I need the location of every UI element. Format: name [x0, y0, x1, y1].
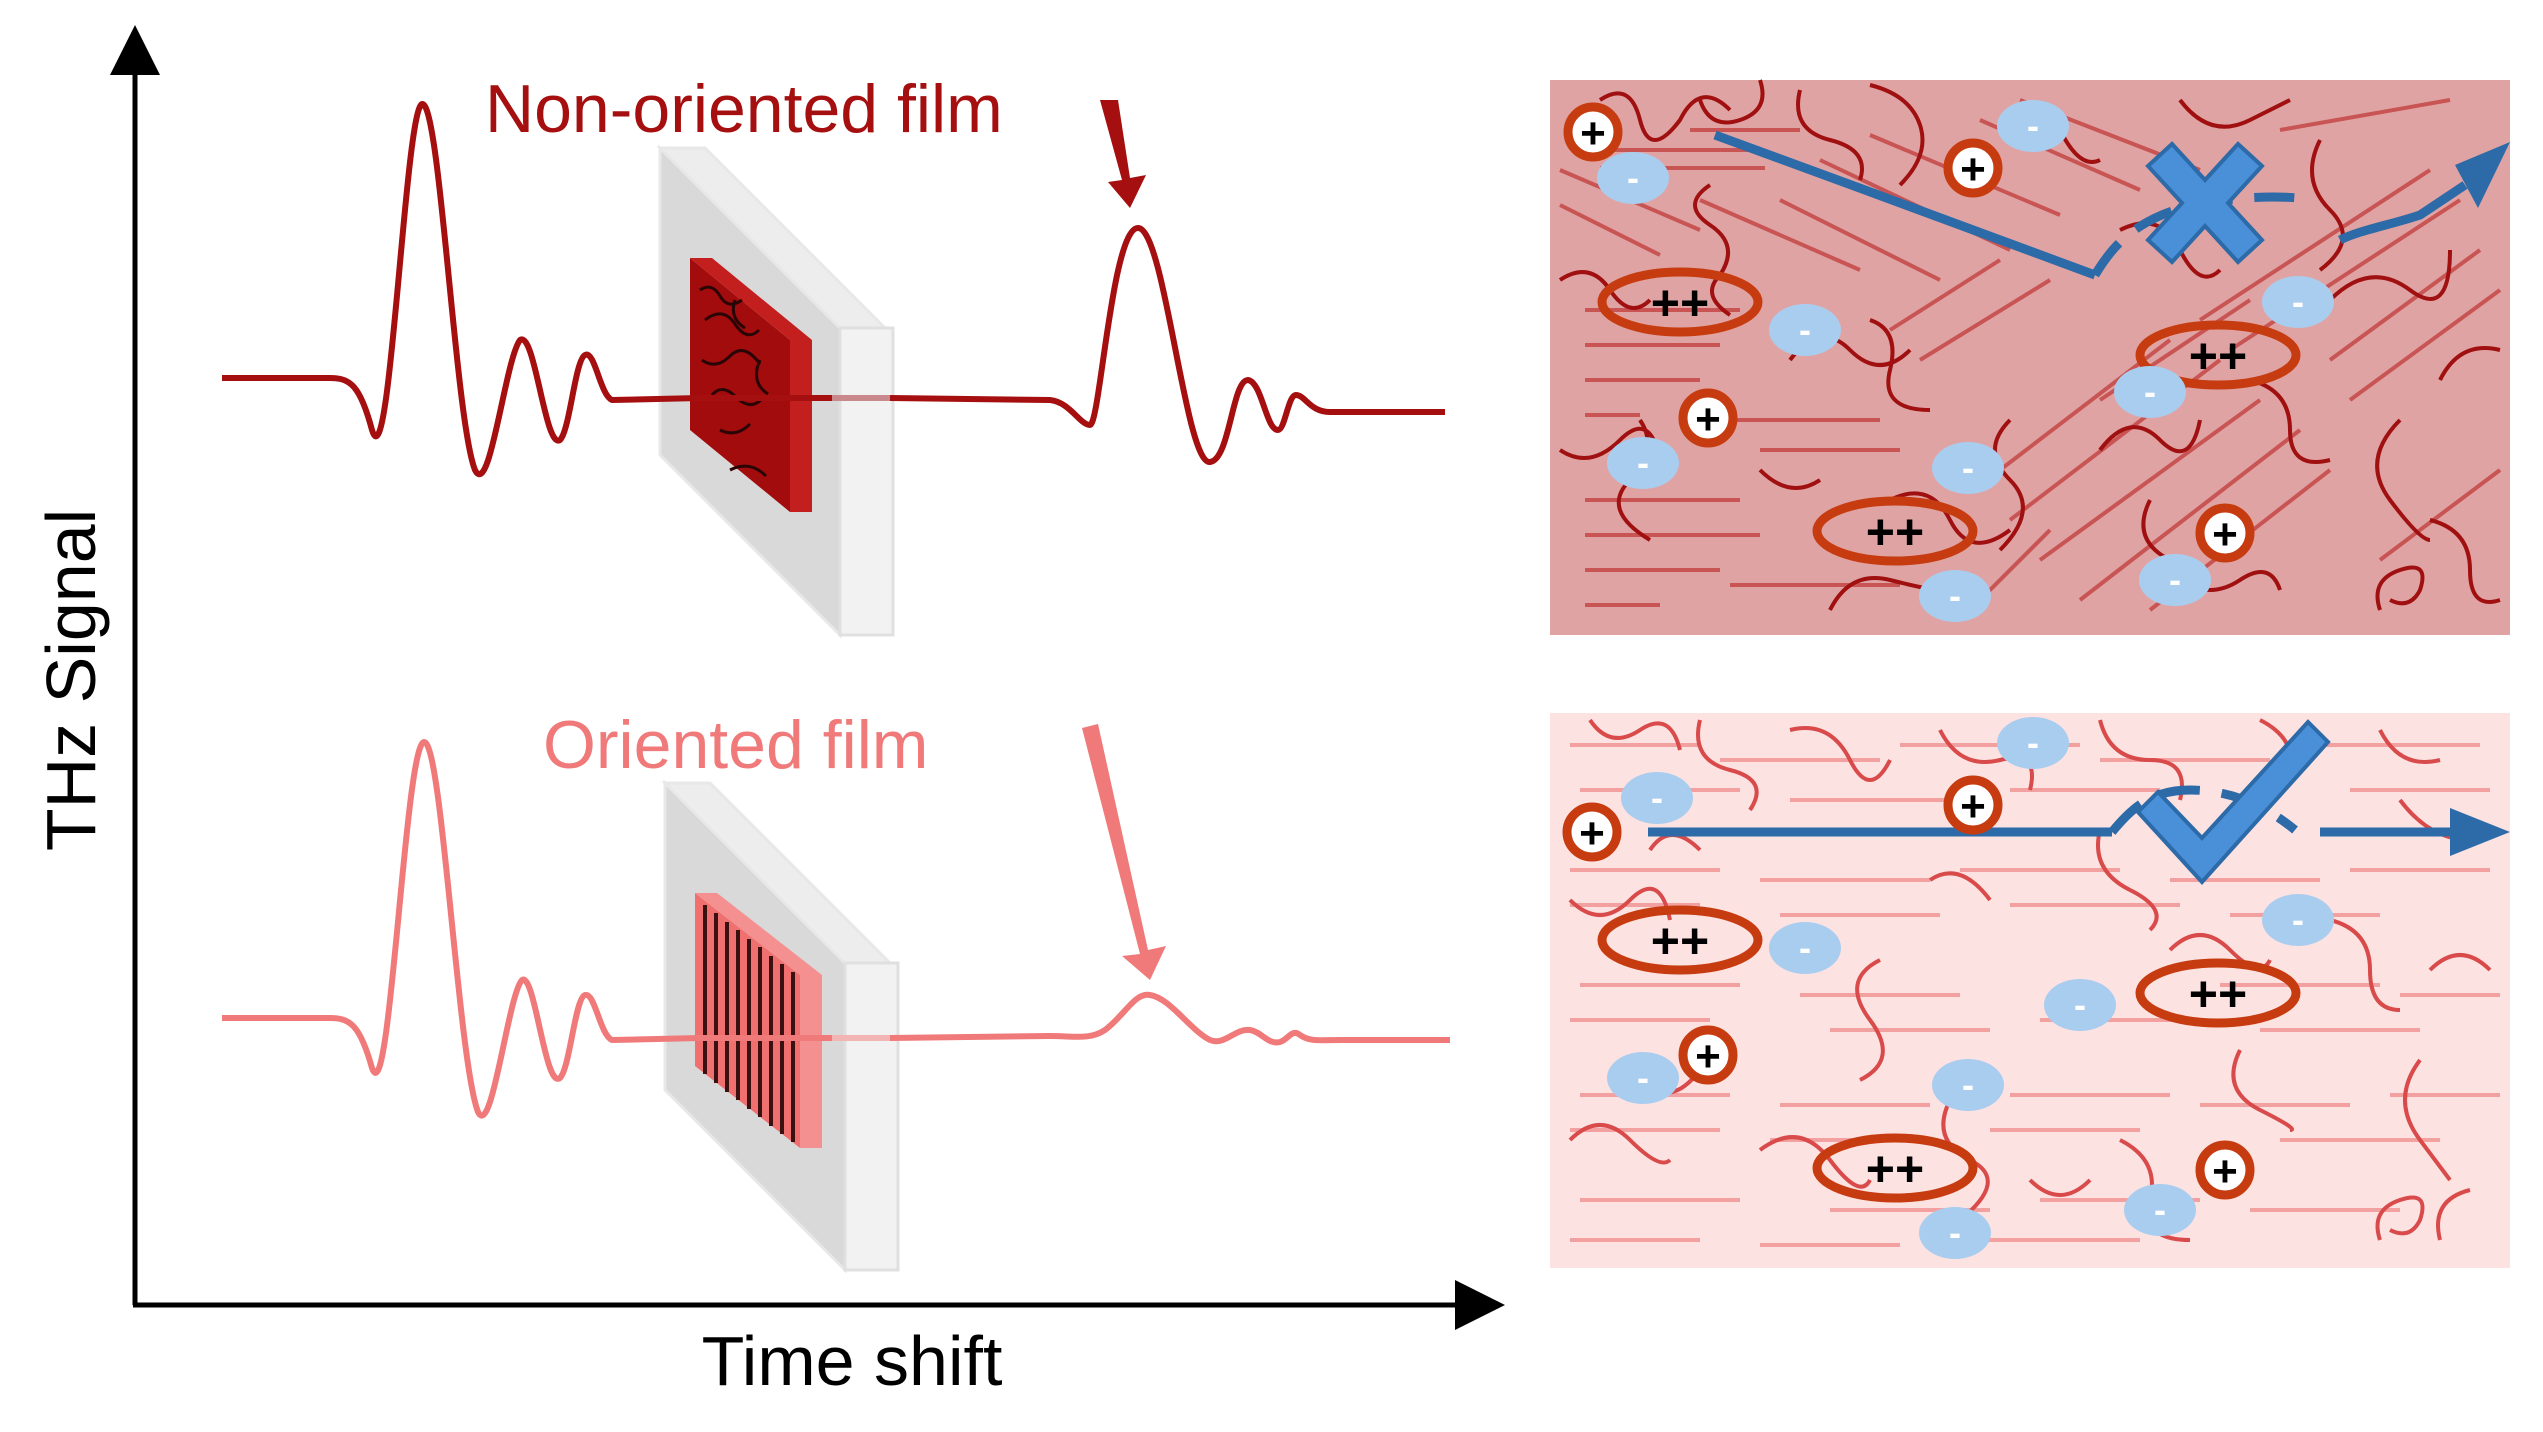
svg-text:-: - — [1627, 157, 1639, 198]
svg-text:-: - — [1637, 1057, 1649, 1098]
svg-text:+: + — [1695, 395, 1721, 444]
svg-text:+: + — [1579, 809, 1605, 858]
negative-charge: - — [1607, 437, 1679, 489]
oriented-film-sample — [695, 893, 822, 1148]
positive-charge: + — [2195, 1140, 2255, 1200]
svg-text:++: ++ — [2189, 966, 2247, 1022]
negative-charge: - — [1607, 1052, 1679, 1104]
svg-text:-: - — [2027, 105, 2039, 146]
oriented-signal-trace-tail — [889, 991, 1450, 1046]
negative-charge: - — [1997, 100, 2069, 152]
oriented-crystalline-lamellae — [1570, 743, 2500, 1247]
negative-charge: - — [1919, 1207, 1991, 1259]
svg-text:+: + — [1580, 109, 1606, 158]
positive-charge: + — [1562, 802, 1622, 862]
svg-text:-: - — [2169, 559, 2181, 600]
negative-charge: - — [1621, 772, 1693, 824]
non-oriented-peak-arrow — [1100, 100, 1146, 208]
negative-charge: - — [1597, 152, 1669, 204]
axes: THz Signal Time shift — [32, 25, 1505, 1400]
svg-text:-: - — [1799, 927, 1811, 968]
svg-text:-: - — [2074, 984, 2086, 1025]
svg-text:++: ++ — [1651, 275, 1709, 331]
svg-text:-: - — [1799, 309, 1811, 350]
svg-text:-: - — [2027, 722, 2039, 763]
oriented-trace-group: Oriented film — [222, 707, 1450, 1274]
non-oriented-film-label: Non-oriented film — [485, 71, 1003, 147]
svg-text:-: - — [1949, 1212, 1961, 1253]
svg-text:+: + — [1960, 782, 1986, 831]
svg-text:-: - — [1962, 447, 1974, 488]
negative-charge: - — [1769, 922, 1841, 974]
non-oriented-panel-background — [1550, 80, 2510, 635]
svg-text:-: - — [2292, 899, 2304, 940]
non-oriented-film-sample — [690, 258, 812, 512]
oriented-signal-trace — [222, 738, 832, 1119]
negative-charge: - — [1769, 304, 1841, 356]
double-positive-charge: ++ — [2135, 320, 2301, 390]
negative-charge: - — [1932, 442, 2004, 494]
svg-text:++: ++ — [1866, 1141, 1924, 1197]
oriented-charges: + + + + ++ ++ ++ - - - - - - - - - — [1562, 717, 2334, 1259]
svg-text:++: ++ — [1651, 913, 1709, 969]
positive-charge: + — [1563, 102, 1623, 162]
svg-text:+: + — [1695, 1032, 1721, 1081]
positive-charge: + — [2195, 503, 2255, 563]
positive-charge: + — [1678, 388, 1738, 448]
negative-charge: - — [2262, 894, 2334, 946]
negative-charge: - — [1997, 717, 2069, 769]
positive-charge: + — [1943, 775, 2003, 835]
x-axis-label: Time shift — [702, 1322, 1003, 1400]
svg-text:-: - — [1962, 1064, 1974, 1105]
positive-charge: + — [1678, 1025, 1738, 1085]
negative-charge: - — [2262, 276, 2334, 328]
blocked-cross-mark — [2145, 141, 2265, 265]
negative-charge: - — [2124, 1184, 2196, 1236]
non-oriented-morphology-panel: + + + + ++ ++ ++ - - - - - - - - - — [1550, 79, 2510, 635]
svg-text:-: - — [2154, 1189, 2166, 1230]
svg-text:-: - — [1949, 575, 1961, 616]
double-positive-charge: ++ — [1597, 267, 1763, 337]
svg-text:++: ++ — [1866, 504, 1924, 560]
positive-charge: + — [1943, 138, 2003, 198]
negative-charge: - — [2114, 366, 2186, 418]
negative-charge: - — [1932, 1059, 2004, 1111]
y-axis-label: THz Signal — [32, 509, 110, 851]
double-positive-charge: ++ — [1812, 496, 1978, 566]
double-positive-charge: ++ — [1812, 1133, 1978, 1203]
non-oriented-carrier-path — [1713, 130, 2510, 280]
accepted-check-mark — [2135, 719, 2331, 885]
svg-text:-: - — [1637, 442, 1649, 483]
non-oriented-signal-trace-tail — [889, 225, 1445, 465]
non-oriented-trace-group: Non-oriented film — [222, 71, 1445, 639]
oriented-panel-background — [1550, 713, 2510, 1268]
double-positive-charge: ++ — [2135, 958, 2301, 1028]
svg-text:-: - — [2292, 281, 2304, 322]
non-oriented-charges: + + + + ++ ++ ++ - - - - - - - - - — [1563, 100, 2334, 622]
oriented-peak-arrow — [1082, 724, 1166, 980]
oriented-morphology-panel: + + + + ++ ++ ++ - - - - - - - - - — [1550, 713, 2510, 1268]
negative-charge: - — [1919, 570, 1991, 622]
svg-text:-: - — [1651, 777, 1663, 818]
svg-text:-: - — [2144, 371, 2156, 412]
negative-charge: - — [2139, 554, 2211, 606]
svg-text:++: ++ — [2189, 328, 2247, 384]
oriented-carrier-path — [1648, 785, 2510, 856]
non-oriented-signal-trace — [222, 100, 832, 477]
double-positive-charge: ++ — [1597, 905, 1763, 975]
svg-text:+: + — [2212, 510, 2238, 559]
negative-charge: - — [2044, 979, 2116, 1031]
svg-text:+: + — [2212, 1147, 2238, 1196]
oriented-film-label: Oriented film — [543, 707, 928, 783]
svg-text:+: + — [1960, 145, 1986, 194]
